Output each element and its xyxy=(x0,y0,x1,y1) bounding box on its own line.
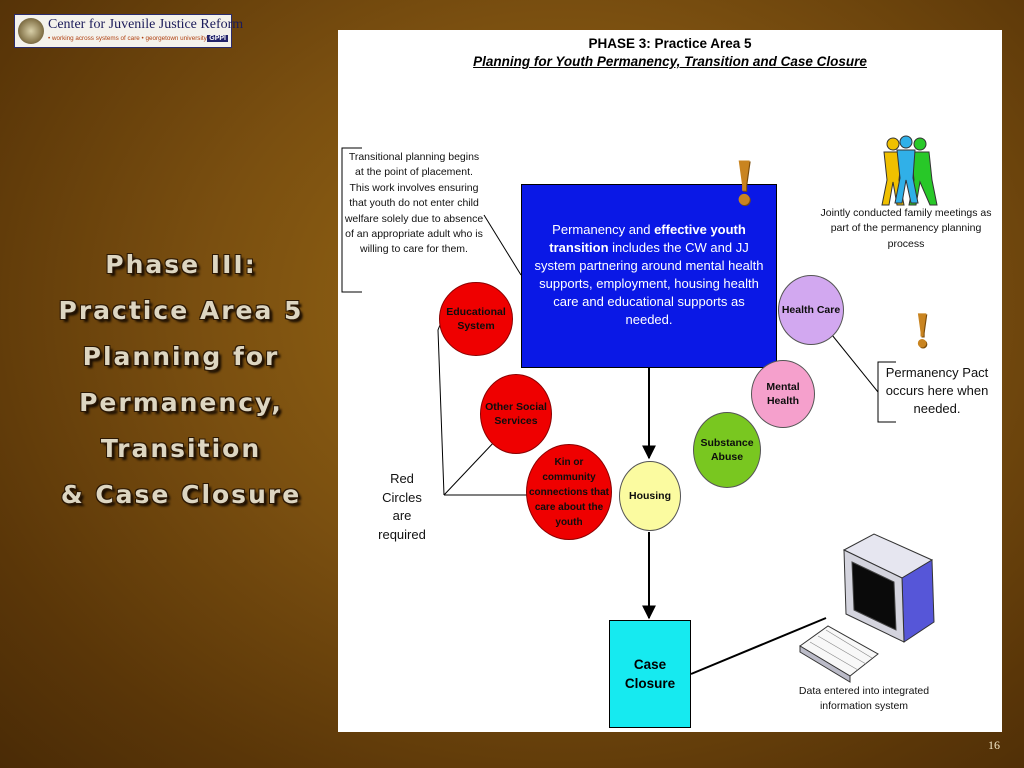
org-badge: GPPI xyxy=(207,35,228,42)
slide-title-line: Phase III: xyxy=(105,250,257,279)
circle-mental-health: Mental Health xyxy=(751,360,815,428)
connector-lines xyxy=(341,135,938,683)
note-connector xyxy=(483,214,522,276)
permanency-main-box: Permanency and effective youth transitio… xyxy=(521,184,777,368)
transitional-planning-note: Transitional planning begins at the poin… xyxy=(344,151,484,256)
slide-title-line: Planning for xyxy=(82,342,280,371)
slide-title: Phase III: Practice Area 5 Planning for … xyxy=(30,242,332,518)
circle-health-care: Health Care xyxy=(778,275,844,345)
data-connector xyxy=(690,617,827,675)
org-tagline: • working across systems of care • georg… xyxy=(48,35,211,42)
exclamation-icon: ! xyxy=(912,304,933,358)
university-seal-icon xyxy=(18,18,44,44)
circle-other-social-services: Other Social Services xyxy=(480,374,552,454)
required-connector-2 xyxy=(443,439,497,496)
diagram-title: PHASE 3: Practice Area 5 xyxy=(588,36,752,51)
circle-substance-abuse: Substance Abuse xyxy=(693,412,761,488)
main-box-emphasis: effective youth transition xyxy=(549,222,746,255)
exclamation-icon: ! xyxy=(731,149,758,219)
diagram-subtitle: Planning for Youth Permanency, Transitio… xyxy=(473,54,867,69)
family-meetings-note: Jointly conducted family meetings as par… xyxy=(820,207,992,250)
pact-connector xyxy=(827,329,879,393)
circle-housing: Housing xyxy=(619,461,681,531)
circle-educational-system: Educational System xyxy=(439,282,513,356)
case-closure-box: Case Closure xyxy=(609,620,691,728)
diagram-panel: PHASE 3: Practice Area 5 Planning for Yo… xyxy=(338,30,1002,732)
people-group-icon xyxy=(881,135,938,206)
circle-kin-connections: Kin or community connections that care a… xyxy=(526,444,612,540)
red-circles-note: Red Circles are required xyxy=(378,471,426,542)
slide-number: 16 xyxy=(988,738,1000,752)
computer-icon xyxy=(799,533,935,683)
org-logo: Center for Juvenile Justice Reform • wor… xyxy=(14,14,243,48)
main-box-text: includes the CW and JJ system partnering… xyxy=(534,240,764,327)
note-bracket xyxy=(341,147,362,293)
permanency-pact-note: Permanency Pact occurs here when needed. xyxy=(885,365,989,416)
slide-title-line: Practice Area 5 xyxy=(58,296,304,325)
org-name: Center for Juvenile Justice Reform xyxy=(48,17,244,32)
slide-title-line: Permanency, Transition xyxy=(79,388,283,463)
main-box-text: Permanency and xyxy=(552,222,655,237)
data-entry-note: Data entered into integrated information… xyxy=(798,685,930,713)
slide-title-line: & Case Closure xyxy=(60,480,302,509)
case-closure-label: Case Closure xyxy=(624,657,676,691)
